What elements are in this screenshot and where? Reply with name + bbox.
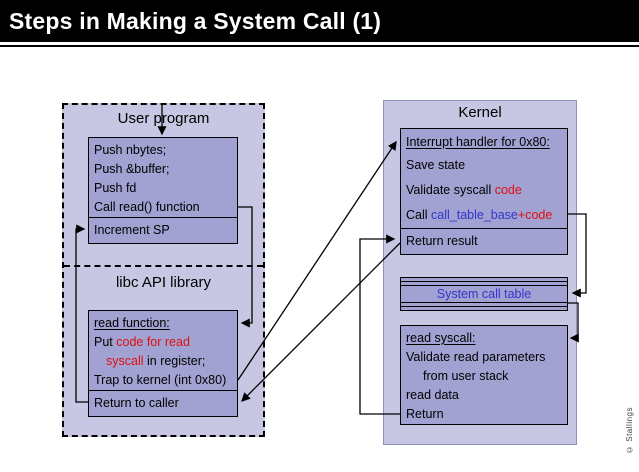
table-slot — [401, 303, 567, 307]
code-line-call-read: Call read() function — [94, 200, 200, 214]
increment-sp-row: Increment SP — [89, 217, 237, 243]
table-slot — [401, 307, 567, 310]
from-user-stack-line: from user stack — [423, 369, 509, 383]
arrow-return-result-to-caller — [241, 242, 401, 402]
put-code-line: Put code for read — [94, 335, 190, 349]
user-libc-divider — [64, 265, 263, 267]
interrupt-handler-heading: Interrupt handler for 0x80: — [406, 135, 550, 149]
save-state-line: Save state — [406, 158, 466, 172]
title-bar: Steps in Making a System Call (1) — [0, 0, 639, 42]
libc-read-function-box: read function: Put code for read syscall… — [88, 310, 238, 417]
validate-params-line: Validate read parameters — [406, 350, 546, 364]
title-rule — [0, 45, 639, 47]
read-syscall-heading: read syscall: — [406, 331, 476, 345]
table-slot — [401, 282, 567, 286]
read-function-heading: read function: — [94, 316, 170, 330]
page-title: Steps in Making a System Call (1) — [9, 7, 382, 34]
kernel-label: Kernel — [458, 104, 502, 121]
code-line-push-fd: Push fd — [94, 181, 137, 195]
trap-line: Trap to kernel (int 0x80) — [94, 373, 227, 387]
syscall-register-line: syscall in register; — [106, 354, 206, 368]
code-line-push-nbytes: Push nbytes; — [94, 143, 167, 157]
read-syscall-box: read syscall: Validate read parameters f… — [400, 325, 568, 425]
user-program-box: Push nbytes; Push &buffer; Push fd Call … — [88, 137, 238, 244]
validate-syscall-line: Validate syscall code — [406, 183, 522, 197]
read-data-line: read data — [406, 388, 459, 402]
interrupt-handler-box: Interrupt handler for 0x80: Save state V… — [400, 128, 568, 255]
call-table-line: Call call_table_base+code — [406, 208, 553, 222]
code-line-push-buffer: Push &buffer; — [94, 162, 170, 176]
return-result-row: Return result — [401, 228, 567, 254]
system-call-table: System call table — [400, 277, 568, 311]
libc-label: libc API library — [115, 274, 212, 291]
table-slot — [401, 278, 567, 282]
credit: © Stallings — [625, 407, 634, 454]
return-line: Return — [406, 407, 444, 421]
return-to-caller-row: Return to caller — [89, 390, 237, 416]
system-call-table-label: System call table — [401, 286, 567, 303]
user-program-label: User program — [117, 110, 210, 127]
